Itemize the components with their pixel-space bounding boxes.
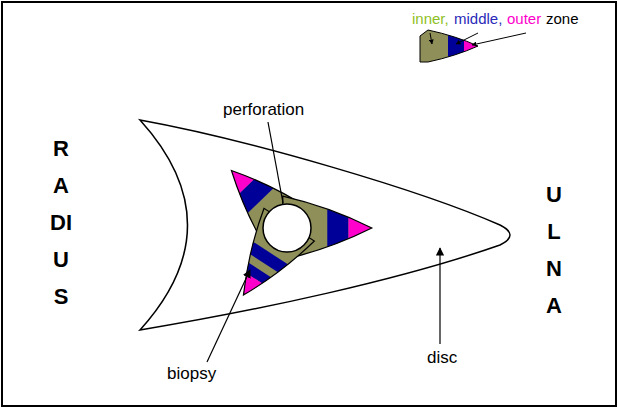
bone-name: RADIUS	[50, 130, 72, 315]
leader-line	[456, 33, 478, 44]
disc-outline	[140, 120, 510, 330]
part-label: perforation	[223, 100, 304, 120]
part-label: disc	[427, 348, 457, 368]
zone-inset	[418, 26, 484, 66]
perforation-circle	[263, 204, 311, 252]
zone-word: outer	[507, 10, 541, 28]
leader-arrow	[207, 270, 250, 362]
leader-arrow	[439, 248, 440, 344]
leader-line	[268, 122, 283, 203]
zone-word: zone	[546, 10, 579, 28]
part-label: biopsy	[167, 364, 216, 384]
leader-line	[472, 33, 526, 45]
bone-name: ULNA	[543, 176, 565, 324]
biopsy-lobe	[204, 198, 326, 325]
zone-word: middle,	[454, 10, 502, 28]
zone-word: inner,	[412, 10, 449, 28]
leader-line	[430, 33, 432, 44]
